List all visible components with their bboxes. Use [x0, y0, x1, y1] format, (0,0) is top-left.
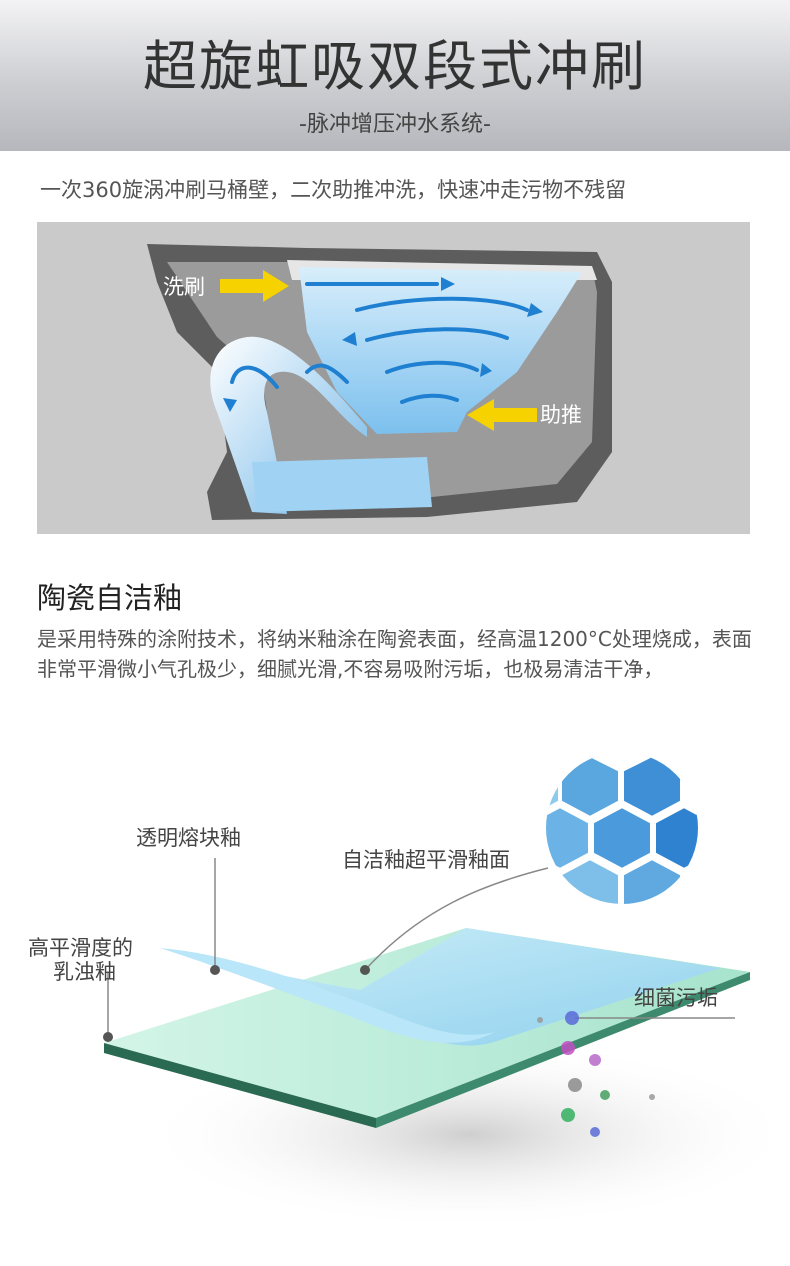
page-title: 超旋虹吸双段式冲刷: [143, 35, 647, 98]
page-subtitle: -脉冲增压冲水系统-: [299, 112, 491, 137]
leader-dots: [103, 965, 370, 1042]
bacteria-label: 细菌污垢: [634, 986, 718, 1010]
glaze-section-description: 是采用特殊的涂附技术，将纳米釉涂在陶瓷表面，经高温1200°C处理烧成，表面非常…: [37, 627, 752, 681]
self-clean-surface-label: 自洁釉超平滑釉面: [342, 848, 510, 872]
glaze-layer-diagram: 透明熔块釉 自洁釉超平滑釉面 高平滑度的 乳浊釉 细菌污垢: [0, 740, 790, 1266]
milky-glaze-label-line2: 乳浊釉: [53, 960, 116, 984]
glaze-layers-illustration: [103, 750, 790, 1230]
outlet-water: [252, 457, 432, 512]
base-slab-edge: [104, 1043, 376, 1128]
wash-arrow-icon: [220, 270, 289, 302]
glaze-section-title: 陶瓷自洁釉: [37, 581, 183, 615]
wash-label: 洗刷: [163, 275, 205, 299]
hexagon-pattern: [546, 752, 698, 904]
push-arrow-icon: [467, 399, 537, 431]
transparent-glaze-label: 透明熔块釉: [136, 826, 241, 850]
intro-text: 一次360旋涡冲刷马桶壁，二次助推冲洗，快速冲走污物不残留: [40, 178, 627, 202]
swirl-arrowheads: [223, 277, 543, 412]
leader-lines: [107, 858, 735, 1037]
top-glaze-curl: [160, 948, 495, 1043]
milky-glaze-label-line1: 高平滑度的: [28, 936, 133, 960]
top-glaze-layer: [160, 928, 720, 1046]
bacteria-cluster: [537, 1011, 655, 1137]
push-label: 助推: [540, 403, 582, 427]
trap-pipe: [210, 336, 367, 514]
swirl-arrows: [230, 282, 529, 404]
toilet-cross-section-illustration: [147, 244, 612, 520]
header-banner: 超旋虹吸双段式冲刷 -脉冲增压冲水系统-: [0, 0, 790, 151]
flush-diagram: 洗刷 助推: [37, 222, 750, 534]
